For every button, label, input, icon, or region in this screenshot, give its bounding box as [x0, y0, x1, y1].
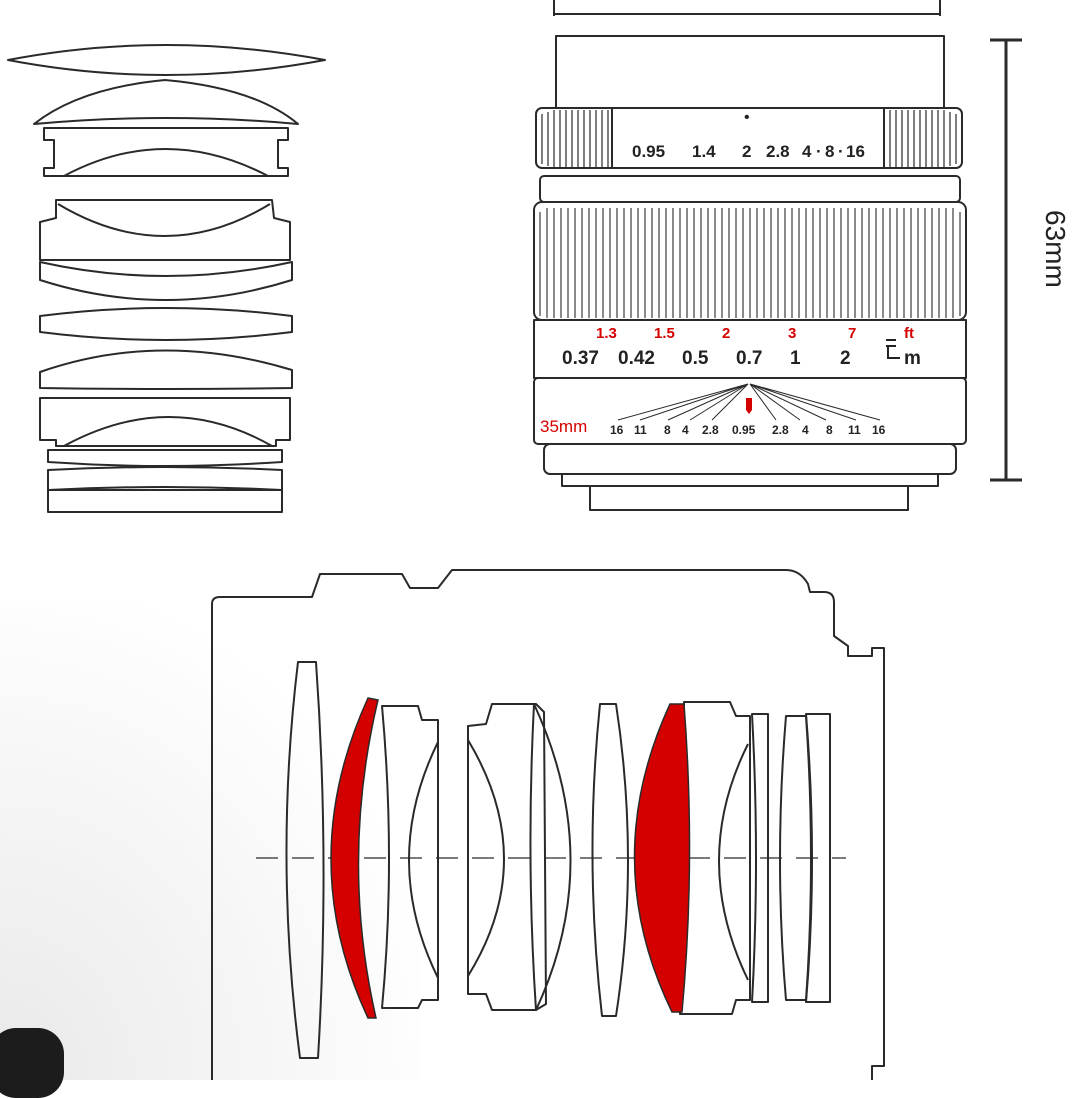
height-dimension-line: [990, 38, 1022, 482]
section-element-3: [381, 705, 439, 1009]
dof-scale: 16 11 8 4 2.8 0.95 2.8 4 8 11 16: [610, 423, 886, 437]
meter-label: 1: [790, 348, 801, 369]
section-element-2-highlight: [330, 697, 379, 1019]
feet-label: 1.3: [596, 325, 617, 342]
exploded-element-11: [47, 489, 283, 513]
aperture-label: 2: [742, 142, 751, 161]
meter-label: 0.5: [682, 348, 709, 369]
section-element-5: [529, 703, 572, 1011]
aperture-label: ·: [816, 142, 822, 161]
focus-ring-grip: [539, 208, 961, 318]
dof-label: 4: [682, 423, 689, 437]
exploded-element-8-curve: [63, 416, 273, 447]
section-element-1: [285, 661, 325, 1059]
section-element-4-group: [467, 703, 547, 1011]
dof-label: 16: [872, 423, 886, 437]
distance-scale-meters: 0.37 0.42 0.5 0.7 1 2 m: [562, 348, 921, 369]
aperture-ring-grip-right: [889, 110, 957, 168]
aperture-label: 16: [846, 142, 865, 161]
distance-scale-feet: 1.3 1.5 2 3 7 ft: [596, 325, 914, 342]
dof-index-mark: [746, 398, 752, 414]
feet-label: 3: [788, 325, 796, 342]
barrel-section: [539, 175, 961, 203]
dof-label: 4: [802, 423, 809, 437]
unit-bracket: [886, 339, 900, 359]
aperture-label: ·: [838, 142, 844, 161]
aperture-label: 0.95: [632, 142, 665, 161]
section-element-4-curve: [467, 739, 505, 977]
lens-mount: [589, 485, 909, 511]
exploded-element-3-curve: [63, 148, 269, 177]
exploded-element-6: [39, 307, 293, 341]
exploded-element-1: [7, 44, 326, 76]
feet-unit-label: ft: [904, 325, 914, 342]
meter-label: 0.42: [618, 348, 655, 369]
aperture-ring-window: [611, 107, 885, 169]
exploded-element-8-group: [39, 397, 291, 447]
feet-label: 1.5: [654, 325, 675, 342]
corner-overlay: [0, 1028, 64, 1098]
aperture-scale: 0.95 1.4 2 2.8 4 · 8 · 16: [632, 142, 865, 161]
dof-label: 2.8: [772, 423, 789, 437]
dof-label: 16: [610, 423, 624, 437]
mount-ring: [561, 473, 939, 487]
rear-barrel: [543, 443, 957, 475]
dof-label: 11: [848, 423, 861, 437]
exploded-element-3-group: [43, 127, 289, 177]
dof-label: 0.95: [732, 423, 756, 437]
exploded-element-4-curve: [57, 203, 271, 237]
dof-label: 8: [664, 423, 671, 437]
exploded-element-2: [33, 79, 299, 125]
dof-label: 2.8: [702, 423, 719, 437]
lens-housing-outline: [211, 569, 885, 1080]
section-element-9: [751, 713, 769, 1003]
section-element-8-group: [679, 701, 751, 1015]
exploded-element-7: [39, 349, 293, 390]
lens-body: [533, 0, 1022, 511]
section-element-11: [805, 713, 831, 1003]
aperture-label: 4: [802, 142, 812, 161]
feet-label: 2: [722, 325, 730, 342]
width-dimension-line: [553, 0, 941, 16]
exploded-lens-elements: [7, 44, 326, 513]
aperture-label: 1.4: [692, 142, 716, 161]
meter-label: 2: [840, 348, 851, 369]
meter-label: 0.37: [562, 348, 599, 369]
feet-label: 7: [848, 325, 856, 342]
section-element-6: [591, 703, 629, 1017]
exploded-element-10: [47, 466, 283, 491]
aperture-label: 8: [825, 142, 834, 161]
aperture-ring-grip-left: [541, 110, 609, 168]
meter-unit-label: m: [904, 348, 921, 369]
aperture-label: 2.8: [766, 142, 790, 161]
height-dimension-label: 63mm: [1040, 210, 1071, 288]
lens-cross-section: [211, 569, 885, 1080]
section-element-7-highlight: [633, 703, 691, 1013]
section-element-8-curve: [718, 743, 749, 981]
dof-label: 11: [634, 423, 647, 437]
exploded-element-4-group: [39, 199, 291, 261]
lens-hood: [555, 35, 945, 109]
exploded-element-5: [39, 261, 293, 301]
focal-length-label: 35mm: [540, 417, 587, 436]
section-element-3-curve: [408, 741, 439, 979]
aperture-index-dot: •: [744, 109, 750, 126]
dof-scale-lines: [617, 383, 881, 421]
exploded-element-9: [47, 449, 283, 467]
meter-label: 0.7: [736, 348, 762, 369]
dof-label: 8: [826, 423, 833, 437]
